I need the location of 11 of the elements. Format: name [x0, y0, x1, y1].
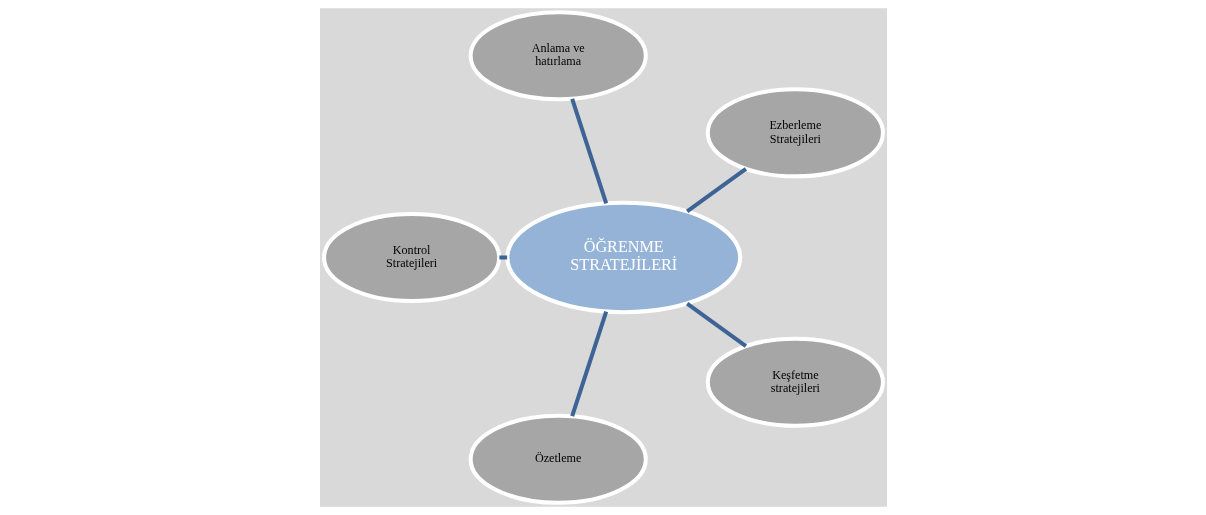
node-ellipse: Keşfetme stratejileri	[705, 336, 885, 428]
node-ellipse: Özetleme	[468, 413, 648, 505]
node-ellipse: ÖĞRENME STRATEJİLERİ	[504, 200, 742, 315]
connector	[685, 301, 747, 348]
connector	[685, 167, 747, 214]
connector	[569, 310, 608, 417]
node-ellipse: Kontrol Stratejileri	[321, 211, 501, 304]
node-ellipse: Ezberleme Stratejileri	[705, 87, 885, 179]
connector	[569, 98, 608, 205]
connector	[498, 255, 507, 260]
node-ellipse: Anlama ve hatırlama	[468, 10, 648, 102]
